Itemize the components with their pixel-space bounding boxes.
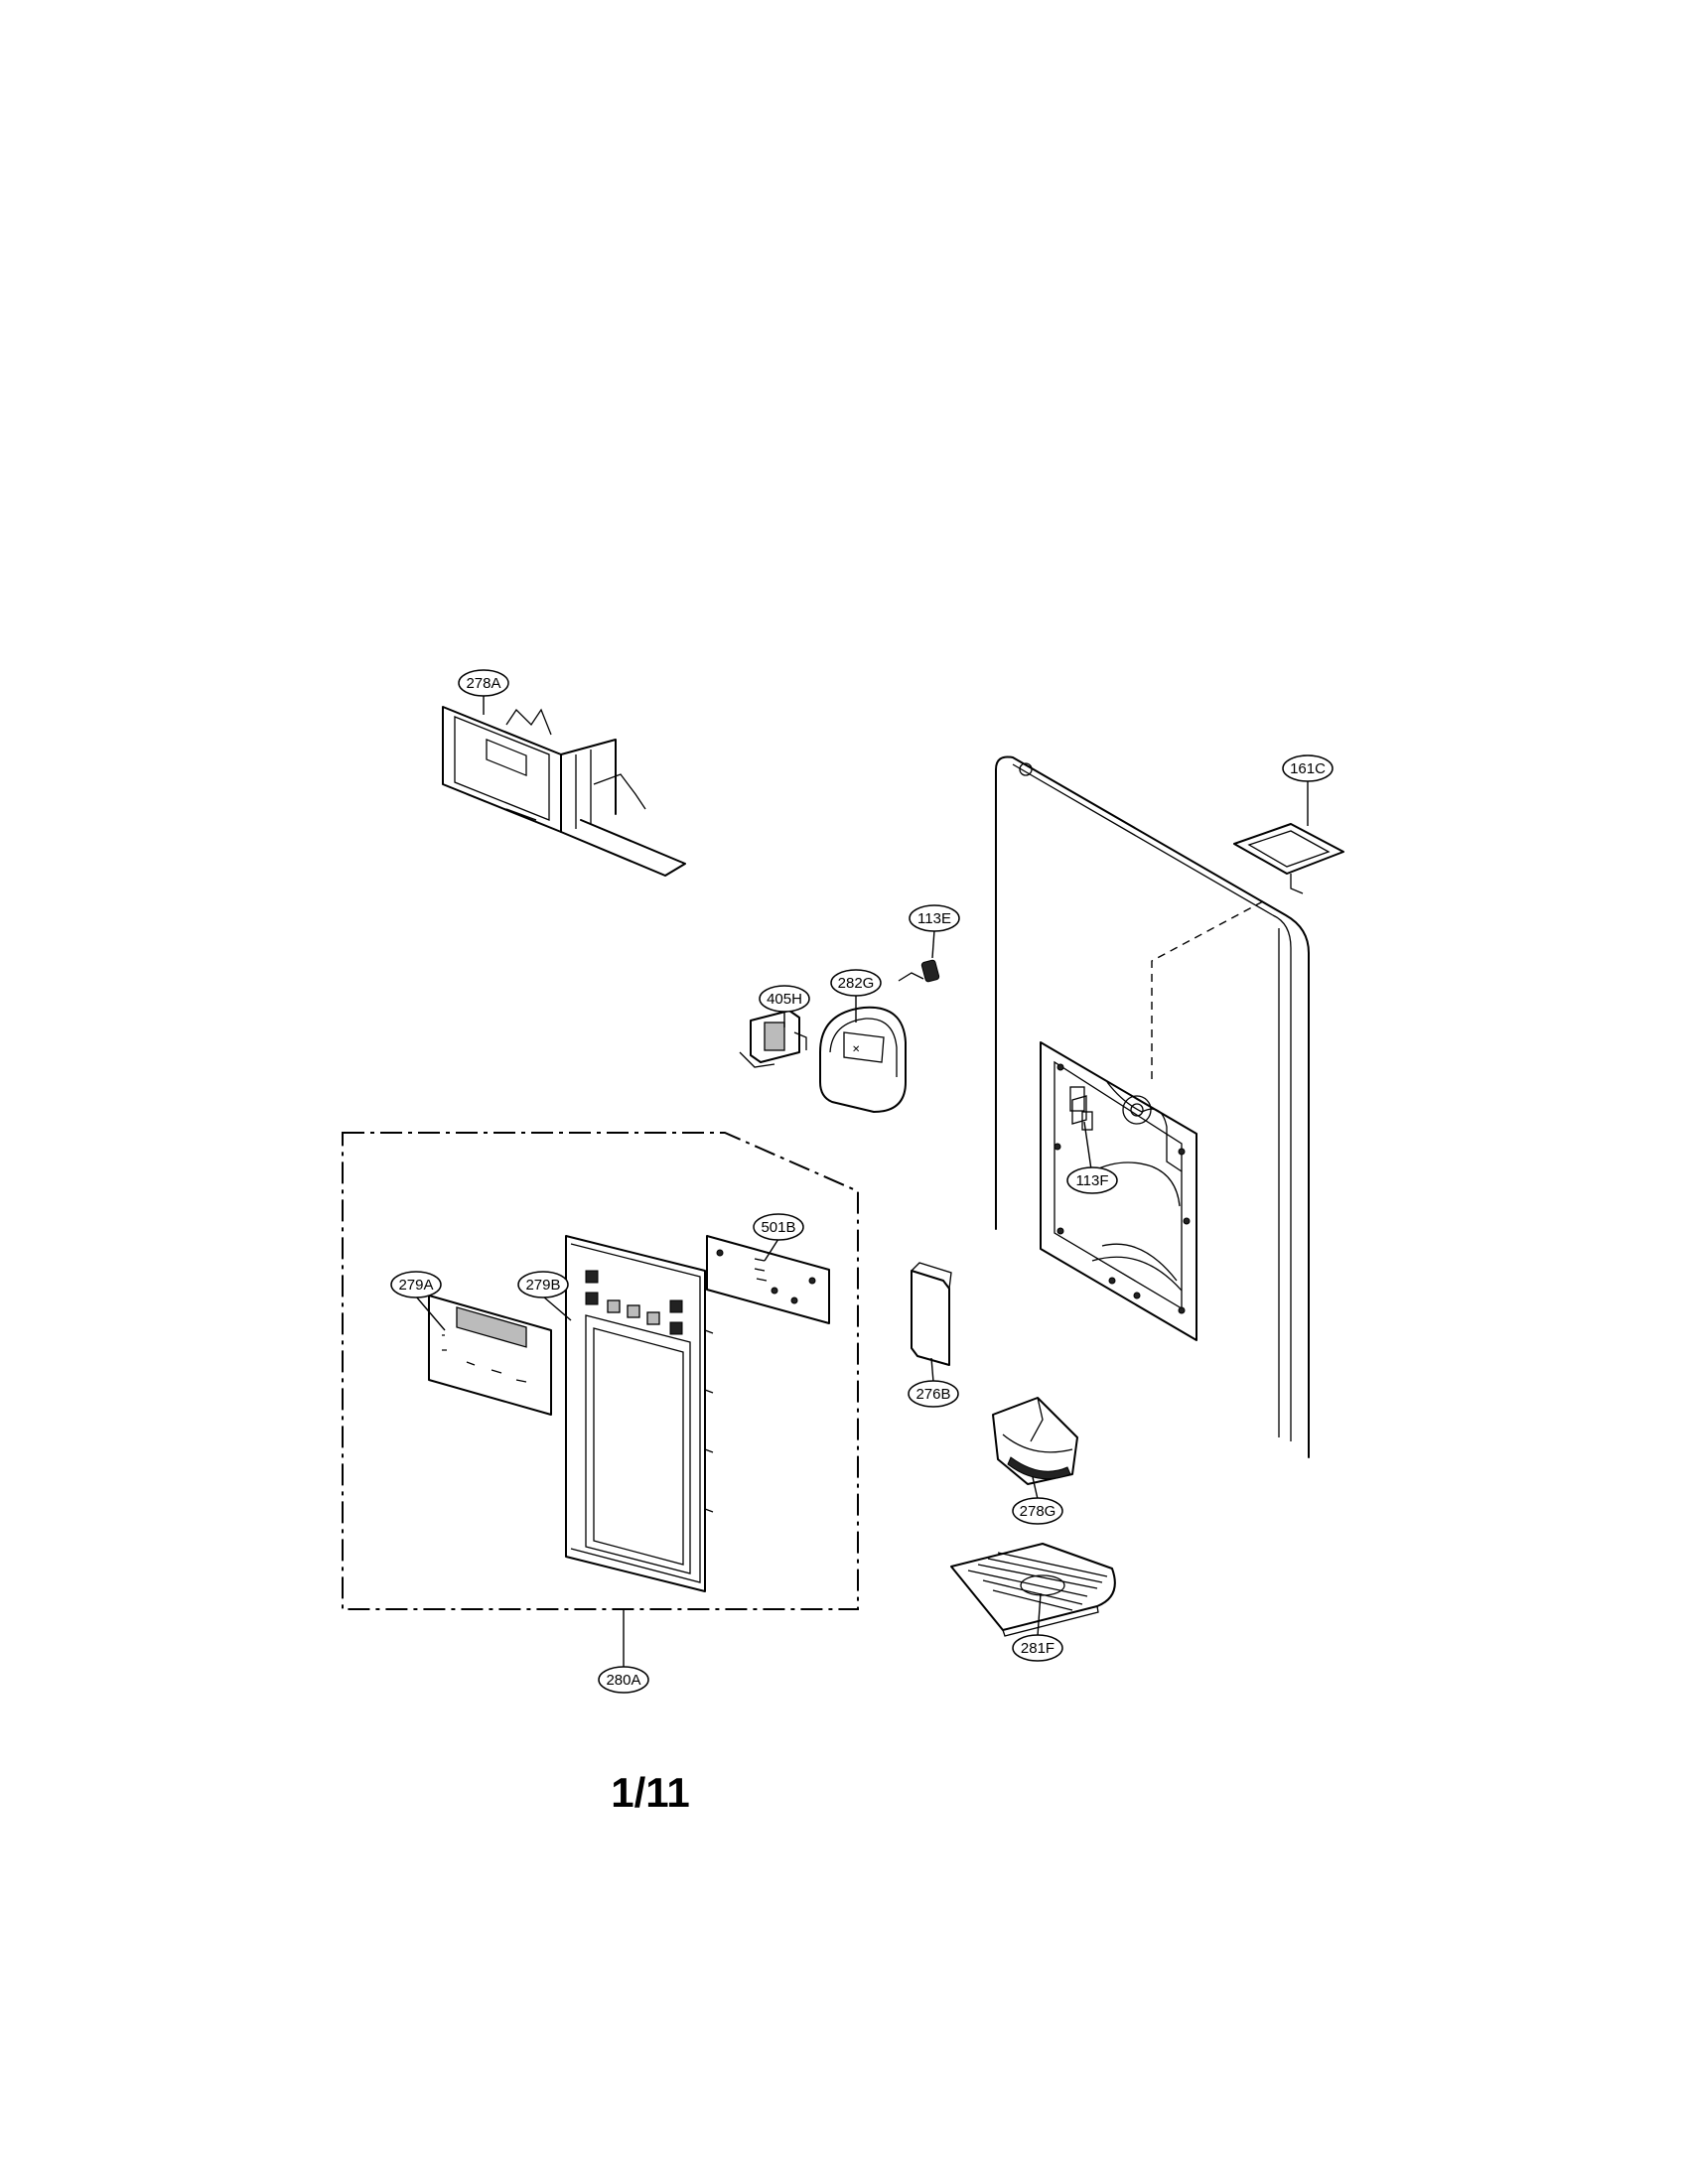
callout-501B: 501B — [753, 1213, 804, 1241]
part-405H-solenoid — [739, 1010, 807, 1068]
callout-label: 281F — [1021, 1640, 1055, 1657]
part-276B-module — [911, 1262, 952, 1366]
callout-278G: 278G — [1012, 1497, 1063, 1525]
callout-label: 280A — [606, 1672, 640, 1689]
callout-label: 161C — [1290, 760, 1326, 777]
callout-label: 279B — [525, 1277, 560, 1294]
callout-280A: 280A — [598, 1666, 649, 1694]
part-281F-grille — [950, 1543, 1116, 1637]
callout-282G: 282G — [830, 969, 882, 997]
part-161C-gasket — [1233, 823, 1344, 894]
page-number: 1/11 — [611, 1769, 690, 1816]
part-282G-cover: ✕ — [819, 1006, 907, 1113]
callout-label: 282G — [838, 975, 875, 992]
callout-113E: 113E — [909, 904, 960, 932]
callout-405H: 405H — [759, 985, 810, 1013]
part-279B-frame — [565, 1235, 714, 1592]
part-501B-pcb — [706, 1235, 830, 1324]
callout-label: 276B — [915, 1386, 950, 1403]
callout-label: 278G — [1020, 1503, 1056, 1520]
callout-113F: 113F — [1066, 1166, 1118, 1194]
callout-label: 405H — [767, 991, 802, 1008]
callout-label: 113E — [917, 910, 951, 927]
dispenser-recess — [1040, 1041, 1197, 1341]
callout-161C: 161C — [1282, 754, 1334, 782]
callout-281F: 281F — [1012, 1634, 1063, 1662]
callout-label: 279A — [398, 1277, 433, 1294]
door-panel — [995, 755, 1310, 1458]
part-279A-label — [428, 1295, 552, 1416]
leader-lines — [415, 695, 1309, 1668]
callout-label: 278A — [466, 675, 500, 692]
svg-text:✕: ✕ — [852, 1044, 860, 1055]
part-278A-bracket — [442, 706, 686, 877]
callout-label: 113F — [1075, 1172, 1108, 1189]
part-113F-bracket — [1071, 1095, 1087, 1125]
part-278G-funnel — [992, 1397, 1078, 1485]
callout-label: 501B — [761, 1219, 795, 1236]
callout-278A: 278A — [458, 669, 509, 697]
callout-279A: 279A — [390, 1271, 442, 1298]
assembly-280A-outline — [342, 1132, 859, 1610]
callout-276B: 276B — [908, 1380, 959, 1408]
callout-279B: 279B — [517, 1271, 569, 1298]
part-113E-spring — [898, 959, 940, 983]
